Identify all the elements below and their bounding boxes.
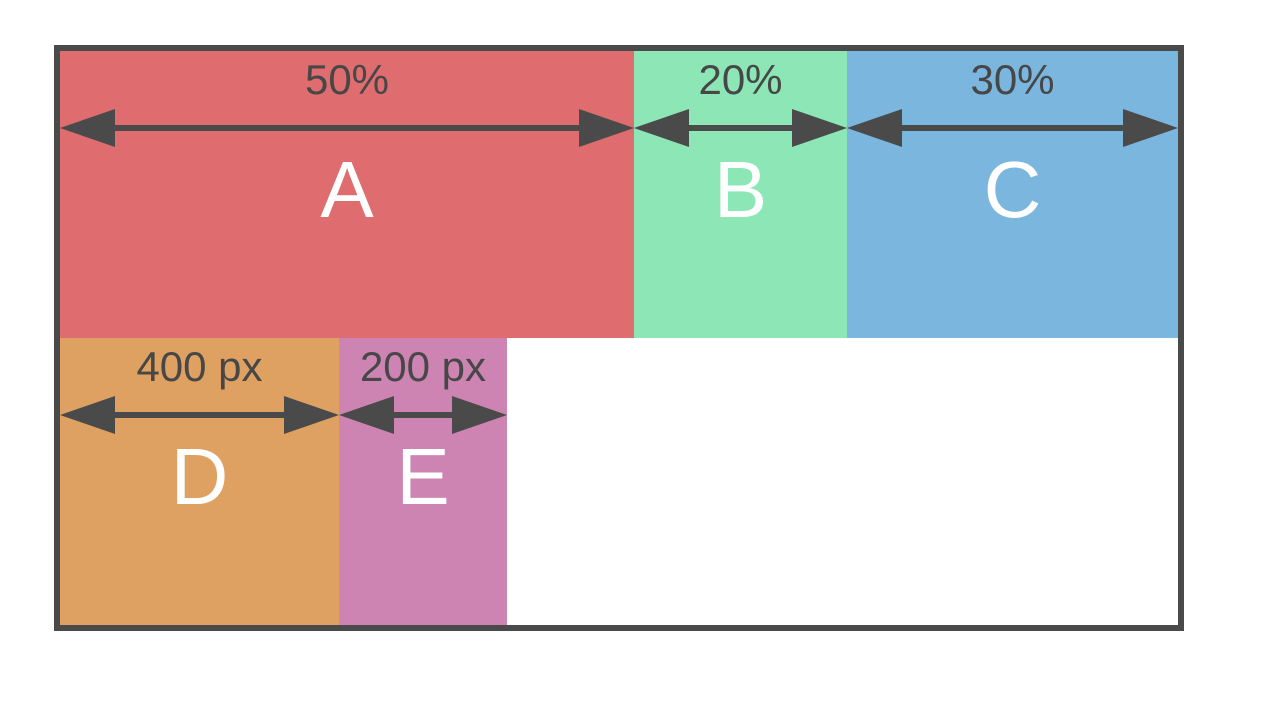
block-letter-c: C: [983, 145, 1042, 234]
arrow-left-head-icon: [60, 396, 115, 434]
width-label-e: 200 px: [359, 343, 487, 390]
arrow-right-head-icon: [284, 396, 339, 434]
arrow-right-head-icon: [792, 109, 847, 147]
arrow-shaft: [115, 125, 579, 131]
arrow-shaft: [902, 125, 1123, 131]
width-label-a: 50%: [304, 56, 390, 103]
arrow-right-head-icon: [452, 396, 507, 434]
arrow-left-head-icon: [847, 109, 902, 147]
arrow-right-head-icon: [579, 109, 634, 147]
block-letter-a: A: [320, 145, 374, 234]
row-pixel-widths: 400 px D 200 px E: [60, 338, 1178, 625]
double-arrow-c: [847, 109, 1178, 147]
double-arrow-a: [60, 109, 634, 147]
block-letter-b: B: [713, 145, 768, 234]
block-c: 30% C: [847, 51, 1178, 338]
width-label-c: 30%: [970, 56, 1055, 103]
arrow-left-head-icon: [339, 396, 394, 434]
arrow-right-head-icon: [1123, 109, 1178, 147]
block-e: 200 px E: [339, 338, 507, 625]
arrow-shaft: [394, 412, 452, 418]
width-label-b: 20%: [698, 56, 783, 103]
arrow-shaft: [689, 125, 792, 131]
block-letter-d: D: [170, 432, 229, 521]
width-label-d: 400 px: [136, 343, 263, 390]
layout-container: 50% A 20% B 30%: [54, 45, 1184, 631]
row-percent-widths: 50% A 20% B 30%: [60, 51, 1178, 338]
arrow-shaft: [115, 412, 284, 418]
block-d: 400 px D: [60, 338, 339, 625]
arrow-left-head-icon: [634, 109, 689, 147]
block-b: 20% B: [634, 51, 847, 338]
double-arrow-d: [60, 396, 339, 434]
arrow-left-head-icon: [60, 109, 115, 147]
block-a: 50% A: [60, 51, 634, 338]
double-arrow-b: [634, 109, 847, 147]
block-letter-e: E: [396, 432, 450, 521]
empty-space: [507, 338, 1178, 625]
double-arrow-e: [339, 396, 507, 434]
